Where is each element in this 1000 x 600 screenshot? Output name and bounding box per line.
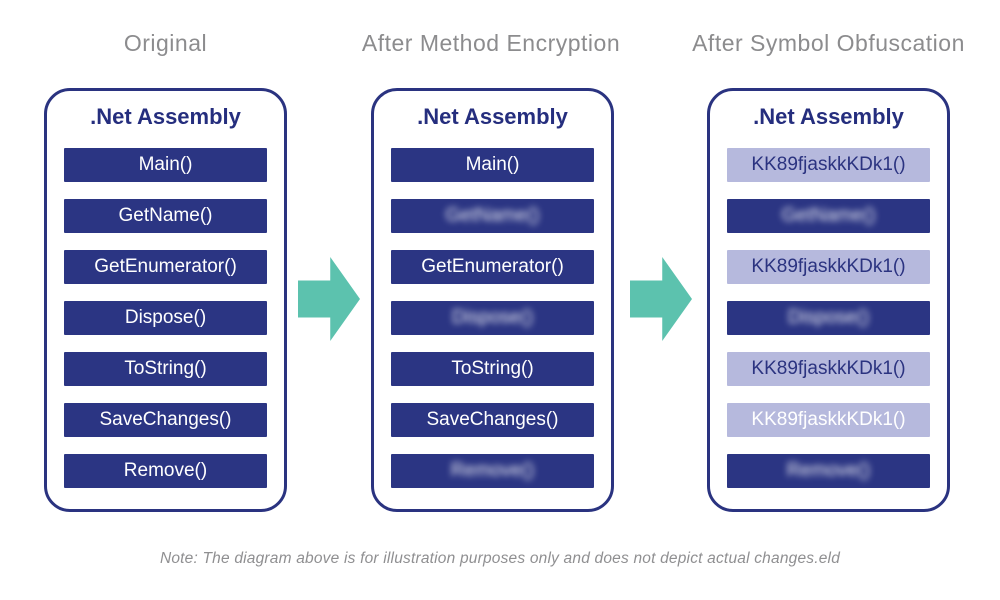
method-label: Main()	[138, 154, 193, 175]
footnote: Note: The diagram above is for illustrat…	[159, 550, 841, 567]
method-bar-encrypted: Remove()	[727, 454, 930, 488]
method-bar: SaveChanges()	[391, 403, 594, 437]
method-label-blurred: Dispose()	[451, 307, 534, 328]
method-label-blurred: Remove()	[786, 460, 871, 481]
column-header-after-symbol-obfuscation: After Symbol Obfuscation	[692, 30, 965, 56]
method-bar-obfuscated: KK89fjaskkKDk1()	[727, 352, 930, 386]
method-label: Remove()	[123, 460, 208, 481]
method-list: Main() GetName() GetEnumerator() Dispose…	[391, 148, 594, 488]
panel-original: .Net Assembly Main() GetName() GetEnumer…	[44, 88, 287, 512]
method-list: Main() GetName() GetEnumerator() Dispose…	[64, 148, 267, 488]
method-bar: Dispose()	[64, 301, 267, 335]
method-bar: Main()	[391, 148, 594, 182]
method-label-blurred: Dispose()	[787, 307, 870, 328]
method-label-blurred: Remove()	[450, 460, 535, 481]
column-header-after-method-encryption: After Method Encryption	[361, 30, 621, 56]
method-bar-obfuscated: KK89fjaskkKDk1()	[727, 403, 930, 437]
method-label: SaveChanges()	[99, 409, 232, 430]
arrow-right-icon	[298, 257, 360, 341]
method-label: Dispose()	[124, 307, 207, 328]
method-bar-obfuscated: KK89fjaskkKDk1()	[727, 250, 930, 284]
method-bar: GetName()	[64, 199, 267, 233]
method-label: GetName()	[118, 205, 213, 226]
arrow-right-icon	[630, 257, 692, 341]
panel-after-method-encryption: .Net Assembly Main() GetName() GetEnumer…	[371, 88, 614, 512]
method-bar: Remove()	[64, 454, 267, 488]
method-bar-encrypted: GetName()	[727, 199, 930, 233]
method-bar-encrypted: Dispose()	[391, 301, 594, 335]
method-label: GetEnumerator()	[421, 256, 564, 277]
method-label: Main()	[465, 154, 520, 175]
method-bar: Main()	[64, 148, 267, 182]
method-label: KK89fjaskkKDk1()	[751, 409, 906, 430]
method-bar-obfuscated: KK89fjaskkKDk1()	[727, 148, 930, 182]
method-label: ToString()	[451, 358, 534, 379]
method-label-blurred: GetName()	[781, 205, 876, 226]
panel-after-symbol-obfuscation: .Net Assembly KK89fjaskkKDk1() GetName()…	[707, 88, 950, 512]
panel-title: .Net Assembly	[753, 104, 904, 129]
method-bar: ToString()	[64, 352, 267, 386]
method-bar-encrypted: Dispose()	[727, 301, 930, 335]
method-bar: GetEnumerator()	[64, 250, 267, 284]
method-list: KK89fjaskkKDk1() GetName() KK89fjaskkKDk…	[727, 148, 930, 488]
method-bar-encrypted: GetName()	[391, 199, 594, 233]
method-label: KK89fjaskkKDk1()	[751, 256, 906, 277]
method-bar: ToString()	[391, 352, 594, 386]
panel-title: .Net Assembly	[417, 104, 568, 129]
method-bar-encrypted: Remove()	[391, 454, 594, 488]
method-bar: GetEnumerator()	[391, 250, 594, 284]
method-label: KK89fjaskkKDk1()	[751, 154, 906, 175]
method-label-blurred: GetName()	[445, 205, 540, 226]
column-header-original: Original	[123, 30, 208, 56]
method-label: KK89fjaskkKDk1()	[751, 358, 906, 379]
method-label: ToString()	[124, 358, 207, 379]
method-label: SaveChanges()	[426, 409, 559, 430]
panel-title: .Net Assembly	[90, 104, 241, 129]
method-label: GetEnumerator()	[94, 256, 237, 277]
method-bar: SaveChanges()	[64, 403, 267, 437]
